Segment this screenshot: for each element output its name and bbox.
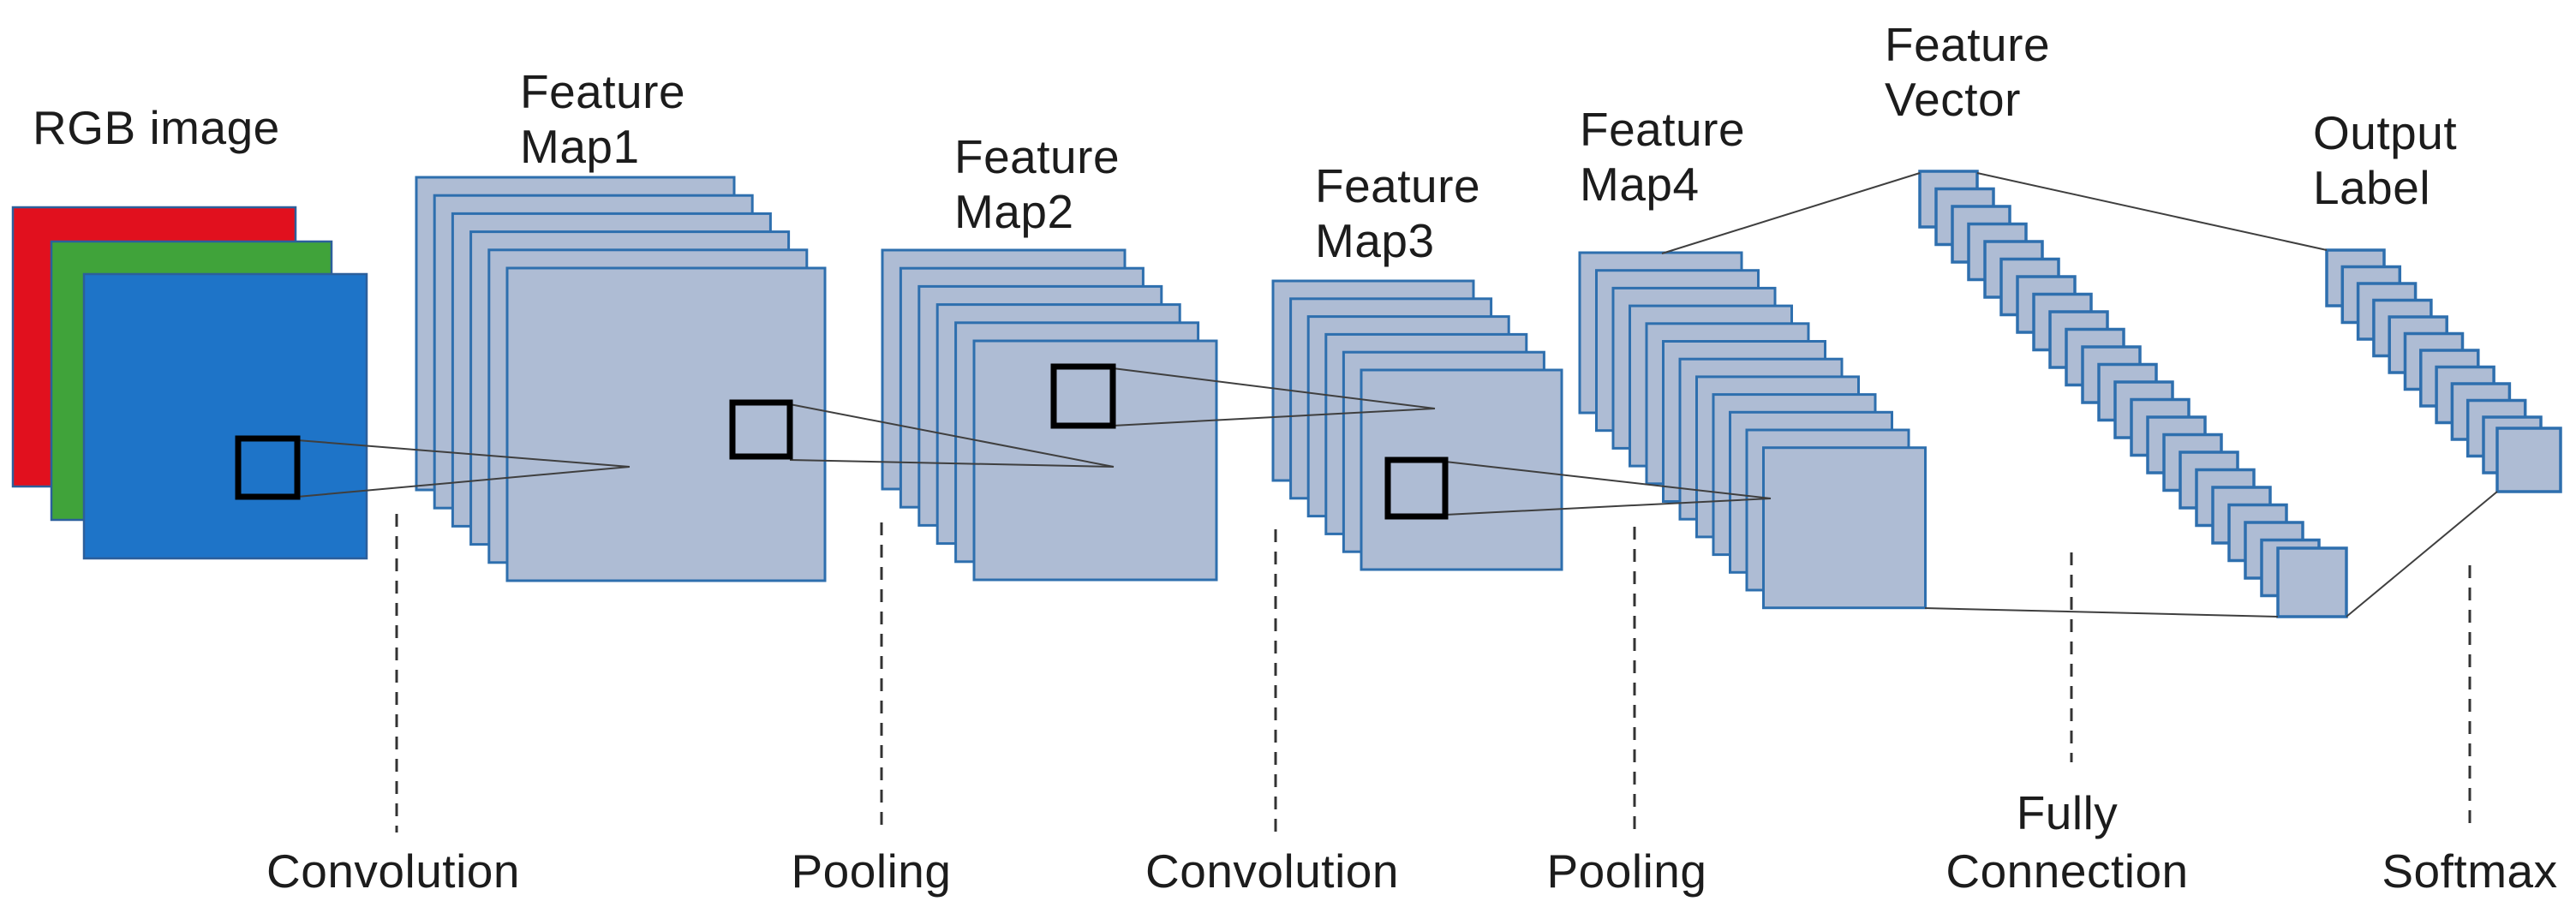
conv-window-map2 xyxy=(1050,363,1116,429)
label-feature-vector-line-2: Vector xyxy=(1885,73,2021,126)
label-softmax: Softmax xyxy=(2382,844,2557,898)
feature-map1-stack xyxy=(415,176,827,582)
feature-vector-cascade-front-unit xyxy=(2276,546,2348,618)
label-feature-map4-line-1: Feature xyxy=(1580,103,1745,156)
feature-map2-stack-layer-6 xyxy=(972,339,1218,582)
stage-divider-lines xyxy=(395,514,2471,832)
label-rgb-image: RGB image xyxy=(33,101,280,154)
label-feature-vector-line-1: Feature xyxy=(1885,18,2050,71)
conv2-lower-line xyxy=(1112,408,1436,427)
label-feature-map3-line-1: Feature xyxy=(1315,159,1480,212)
label-feature-map1-line-1: Feature xyxy=(520,65,685,118)
feature-map1-stack-layer-6 xyxy=(505,266,827,582)
label-output-label-line-2: Label xyxy=(2313,161,2430,214)
pool2-lower-line xyxy=(1444,498,1772,516)
connection-lines xyxy=(296,172,2498,618)
label-pooling-2: Pooling xyxy=(1547,844,1707,898)
label-feature-map4-line-2: Map4 xyxy=(1580,158,1700,211)
conv1-lower-line xyxy=(296,466,631,498)
conv1-upper-line xyxy=(296,439,631,468)
fc-top-right-line xyxy=(1976,172,2328,251)
feature-vector-cascade xyxy=(1918,170,2348,618)
conv2-upper-line xyxy=(1112,367,1436,409)
feature-map4-stack-layer-12 xyxy=(1762,446,1927,610)
label-fully-connection-line-2: Connection xyxy=(1945,844,2188,898)
fc-bottom-left-line xyxy=(1924,607,2279,618)
pool1-upper-line xyxy=(789,403,1115,468)
fc-top-left-line xyxy=(1661,172,1921,254)
label-feature-map1-line-2: Map1 xyxy=(520,120,640,173)
softmax-bottom-line xyxy=(2346,491,2498,618)
label-output-label-line-1: Output xyxy=(2313,106,2457,159)
conv-window-map1 xyxy=(729,399,793,460)
label-feature-map2-line-2: Map2 xyxy=(954,185,1074,238)
feature-map3-stack-layer-6 xyxy=(1360,368,1563,571)
conv-window-map3 xyxy=(1384,457,1449,520)
stage-name-labels: Convolution Pooling Convolution Pooling Full… xyxy=(266,786,2557,898)
feature-map4-stack xyxy=(1578,251,1927,610)
pool1-lower-line xyxy=(789,459,1115,468)
label-convolution-1: Convolution xyxy=(266,844,520,898)
pool2-upper-line xyxy=(1444,461,1772,499)
conv-window-input xyxy=(235,435,301,500)
label-convolution-2: Convolution xyxy=(1145,844,1399,898)
rgb-image-stack xyxy=(11,206,368,560)
receptive-field-windows xyxy=(235,363,1449,520)
output-label-cascade-front-unit xyxy=(2495,427,2562,493)
blue-channel xyxy=(82,272,368,560)
label-feature-map3-line-2: Map3 xyxy=(1315,214,1435,267)
label-fully-connection-line-1: Fully xyxy=(2017,786,2119,839)
label-pooling-1: Pooling xyxy=(792,844,952,898)
output-label-cascade xyxy=(2325,248,2562,493)
label-feature-map2-line-1: Feature xyxy=(954,130,1120,183)
